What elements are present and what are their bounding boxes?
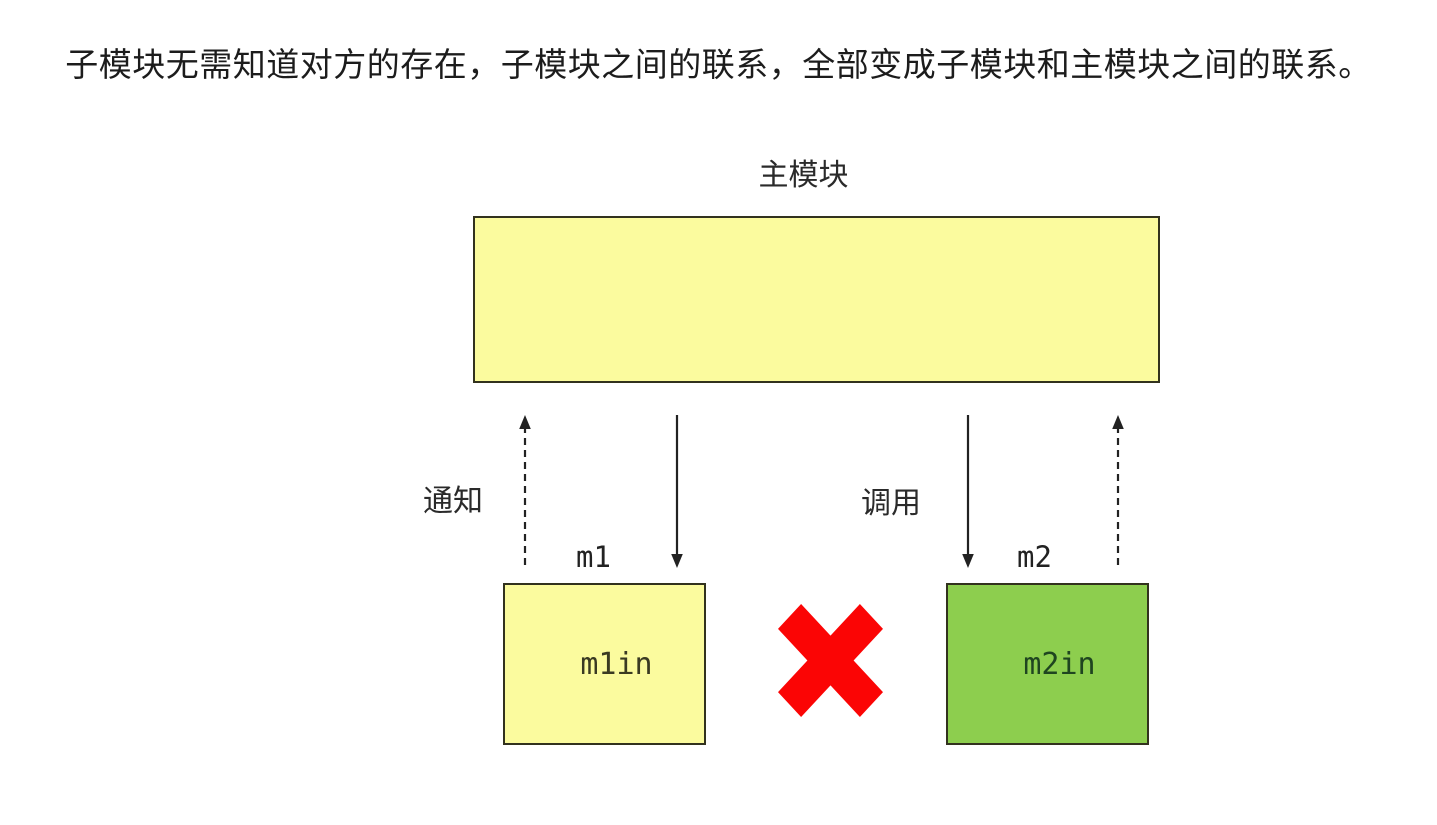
m1in-label: m1in	[580, 646, 653, 682]
m1in-module-box: m1in	[503, 583, 706, 745]
notify-dashed-up-arrow	[519, 415, 531, 565]
m2-label: m2	[1017, 540, 1052, 574]
m2in-module-box: m2in	[946, 583, 1149, 745]
call-label: 调用	[861, 487, 921, 520]
main-module-label: 主模块	[758, 159, 849, 192]
m2-dashed-up-arrow	[1112, 415, 1124, 565]
main-module-box	[473, 216, 1160, 383]
notify-label: 通知	[423, 485, 483, 518]
m2in-label: m2in	[1023, 646, 1096, 682]
call-solid-down-arrow	[962, 415, 974, 568]
m1-label: m1	[576, 540, 611, 574]
red-cross-icon	[778, 604, 883, 717]
heading-text: 子模块无需知道对方的存在，子模块之间的联系，全部变成子模块和主模块之间的联系。	[65, 46, 1372, 83]
m1-solid-down-arrow	[671, 415, 683, 568]
